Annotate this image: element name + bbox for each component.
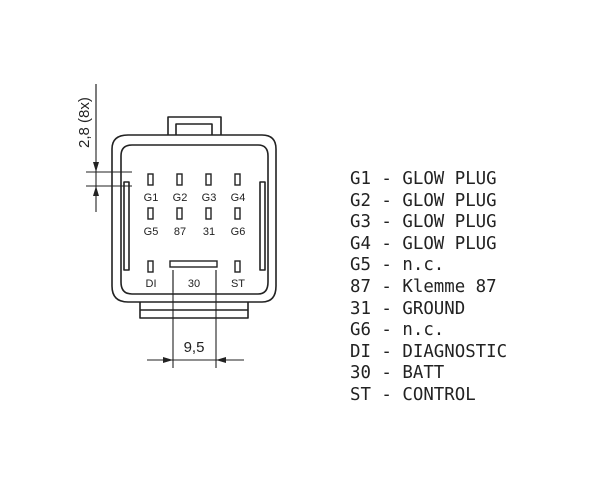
- legend-item: G2 - GLOW PLUG: [350, 191, 507, 213]
- pin-label-g2: G2: [173, 192, 188, 204]
- legend-desc: BATT: [402, 363, 445, 384]
- legend-code: 31: [350, 298, 371, 319]
- legend-sep: -: [370, 298, 403, 319]
- pin-di: [147, 260, 154, 273]
- connector-housing-inner: [120, 144, 269, 295]
- pin-label-g6: G6: [231, 226, 246, 238]
- connector-latch: [167, 116, 222, 135]
- legend-sep: -: [370, 320, 403, 341]
- connector-latch-inner: [175, 123, 213, 135]
- pin-label-g4: G4: [231, 192, 246, 204]
- pin-label-g3: G3: [202, 192, 217, 204]
- legend-item: DI - DIAGNOSTIC: [350, 342, 507, 364]
- pin-g2: [176, 173, 183, 186]
- dim-width-label: 9,5: [184, 339, 205, 356]
- dim-width-arrow-right: [216, 357, 226, 363]
- legend-code: DI: [350, 341, 371, 362]
- legend-sep: -: [370, 341, 403, 362]
- legend-item: 30 - BATT: [350, 363, 507, 385]
- legend-desc: CONTROL: [402, 384, 476, 405]
- legend-code: ST: [350, 384, 371, 405]
- dim-pitch-label: 2,8 (8x): [76, 97, 93, 148]
- pin-label-di: DI: [146, 278, 157, 290]
- legend-desc: Klemme 87: [402, 276, 497, 297]
- legend-item: G4 - GLOW PLUG: [350, 234, 507, 256]
- pin-st: [234, 260, 241, 273]
- legend-code: G1: [350, 169, 371, 189]
- legend-desc: GLOW PLUG: [402, 190, 497, 211]
- legend-desc: DIAGNOSTIC: [402, 341, 508, 362]
- legend-sep: -: [370, 233, 403, 254]
- pin-label-st: ST: [231, 278, 245, 290]
- connector-side-slot-right: [259, 181, 266, 271]
- legend-item: ST - CONTROL: [350, 385, 507, 407]
- pin-label-g5: G5: [144, 226, 159, 238]
- legend-item: G1 - GLOW PLUG: [350, 169, 507, 191]
- dim-pitch-arrow-top: [93, 162, 99, 172]
- legend-code: G4: [350, 233, 371, 254]
- legend-code: G3: [350, 212, 371, 233]
- pin-g3: [205, 173, 212, 186]
- pin-g4: [234, 173, 241, 186]
- legend-sep: -: [370, 212, 403, 233]
- pin-30: [169, 260, 218, 268]
- legend-code: G2: [350, 190, 371, 211]
- legend-item: G3 - GLOW PLUG: [350, 212, 507, 234]
- pin-87: [176, 207, 183, 220]
- legend-desc: GLOW PLUG: [402, 233, 497, 254]
- legend-code: 87: [350, 276, 371, 297]
- legend-desc: n.c.: [402, 255, 445, 276]
- legend-desc: GLOW PLUG: [402, 169, 497, 189]
- legend-desc: GLOW PLUG: [402, 212, 497, 233]
- legend-desc: GROUND: [402, 298, 466, 319]
- legend-code: G6: [350, 320, 371, 341]
- legend-desc: n.c.: [402, 320, 445, 341]
- legend-item: G5 - n.c.: [350, 255, 507, 277]
- pin-label-31: 31: [203, 226, 215, 238]
- legend-sep: -: [370, 255, 403, 276]
- pin-g6: [234, 207, 241, 220]
- pin-label-30: 30: [188, 278, 200, 290]
- dim-pitch-arrow-bottom: [93, 186, 99, 196]
- pin-label-87: 87: [174, 226, 186, 238]
- legend-item: G6 - n.c.: [350, 320, 507, 342]
- pin-31: [205, 207, 212, 220]
- pin-g1: [147, 173, 154, 186]
- connector-housing-outer: [111, 134, 277, 303]
- pin-label-g1: G1: [144, 192, 159, 204]
- legend-sep: -: [370, 363, 403, 384]
- connector-side-slot-left: [123, 181, 130, 271]
- legend-item: 87 - Klemme 87: [350, 277, 507, 299]
- pin-30-label-frame: [172, 270, 217, 292]
- legend-sep: -: [370, 169, 403, 189]
- legend-sep: -: [370, 384, 403, 405]
- pin-legend: G1 - GLOW PLUG G2 - GLOW PLUG G3 - GLOW …: [350, 169, 507, 407]
- legend-item: 31 - GROUND: [350, 299, 507, 321]
- pin-g5: [147, 207, 154, 220]
- legend-sep: -: [370, 276, 403, 297]
- dim-width-arrow-left: [163, 357, 173, 363]
- legend-code: 30: [350, 363, 371, 384]
- legend-code: G5: [350, 255, 371, 276]
- legend-sep: -: [370, 190, 403, 211]
